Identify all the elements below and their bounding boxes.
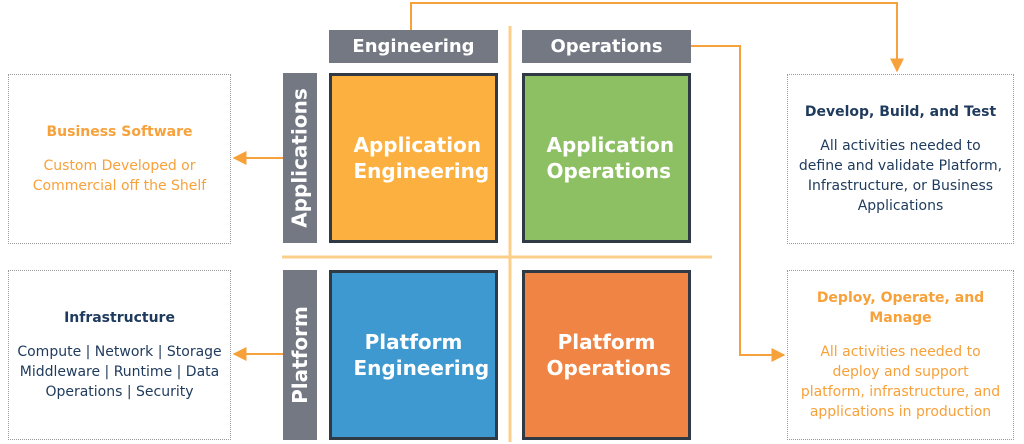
column-label-engineering: Engineering: [329, 30, 498, 63]
infrastructure-title: Infrastructure: [64, 310, 175, 326]
infrastructure-line: Middleware | Runtime | Data: [19, 364, 220, 380]
deploy-title-line: Manage: [869, 310, 932, 326]
deploy-title-line: Deploy, Operate, and: [816, 290, 985, 306]
develop-line: Infrastructure, or Business: [807, 178, 994, 194]
business-software-line: Commercial off the Shelf: [32, 178, 207, 194]
quadrant-application-engineering: Application Engineering: [329, 73, 498, 243]
quadrant-application-engineering-label: Application Engineering: [353, 133, 490, 183]
quadrant-platform-operations: Platform Operations: [522, 270, 691, 440]
deploy-line: platform, infrastructure, and: [800, 384, 1001, 400]
deploy-line: All activities needed to: [820, 344, 981, 360]
connector-engineering-to-develop: [410, 2, 904, 73]
develop-build-test-description: All activities needed to define and vali…: [799, 136, 1002, 216]
develop-build-test-box: Develop, Build, and Test All activities …: [787, 74, 1014, 244]
infrastructure-line: Operations | Security: [45, 384, 194, 400]
quadrant-application-operations-label: Application Operations: [546, 133, 675, 183]
develop-line: Applications: [857, 198, 944, 214]
infrastructure-line: Compute | Network | Storage: [17, 344, 222, 360]
business-software-title: Business Software: [46, 124, 193, 140]
infrastructure-description: Compute | Network | Storage Middleware |…: [17, 342, 221, 402]
infrastructure-box: Infrastructure Compute | Network | Stora…: [8, 270, 231, 440]
quadrant-platform-operations-label: Platform Operations: [546, 330, 672, 380]
row-label-platform: Platform: [283, 270, 317, 440]
deploy-operate-manage-box: Deploy, Operate, and Manage All activiti…: [787, 270, 1014, 440]
business-software-box: Business Software Custom Developed or Co…: [8, 74, 231, 244]
deploy-operate-manage-title: Deploy, Operate, and Manage: [817, 288, 984, 328]
row-label-applications: Applications: [283, 73, 317, 243]
business-software-line: Custom Developed or: [43, 158, 196, 174]
deploy-operate-manage-description: All activities needed to deploy and supp…: [801, 342, 1000, 422]
develop-build-test-title: Develop, Build, and Test: [804, 104, 997, 120]
develop-line: define and validate Platform,: [798, 158, 1003, 174]
column-label-operations: Operations: [522, 30, 691, 63]
develop-line: All activities needed to: [820, 138, 981, 154]
business-software-description: Custom Developed or Commercial off the S…: [33, 156, 206, 196]
deploy-line: deploy and support: [832, 364, 969, 380]
connector-operations-to-deploy: [691, 45, 786, 362]
quadrant-application-operations: Application Operations: [522, 73, 691, 243]
quadrant-platform-engineering-label: Platform Engineering: [353, 330, 490, 380]
quadrant-platform-engineering: Platform Engineering: [329, 270, 498, 440]
deploy-line: applications in production: [809, 404, 992, 420]
